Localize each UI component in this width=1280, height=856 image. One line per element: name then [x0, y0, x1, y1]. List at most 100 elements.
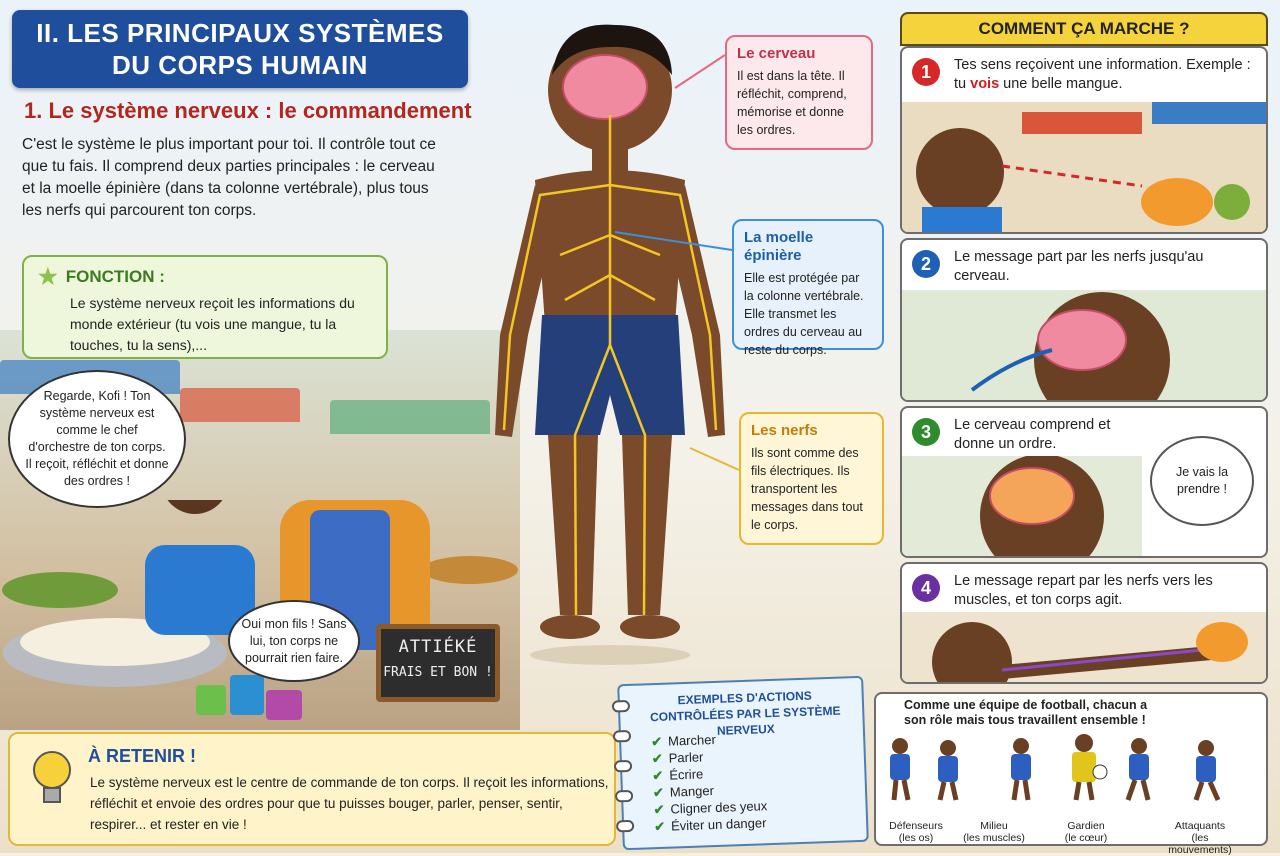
speech-bubble-son: Oui mon fils ! Sans lui, ton corps ne po…: [228, 600, 360, 682]
right-foot: [620, 615, 680, 639]
football-players: [890, 734, 1221, 802]
step-text-3: Le cerveau comprend et donne un ordre.: [954, 417, 1111, 452]
step-3-scene: [902, 456, 1142, 556]
step-2-scene: [902, 290, 1266, 400]
lightbulb-icon: [33, 751, 71, 803]
player-defender: [890, 754, 910, 780]
section-subtitle: 1. Le système nerveux : le commandement: [24, 98, 472, 123]
step-text-1: Tes sens reçoivent une information. Exem…: [954, 56, 1256, 94]
boy-shirt: [922, 207, 1002, 232]
leader-nerfs: [689, 447, 740, 471]
check-icon: ✔: [651, 750, 663, 767]
right-arm: [668, 185, 725, 437]
label-moelle-title: La moelle épinière: [744, 229, 814, 264]
retenir-title: À RETENIR !: [88, 746, 196, 766]
label-nerfs-title: Les nerfs: [751, 422, 818, 439]
label-cerveau-text: Il est dans la tête. Il réfléchit, compr…: [737, 69, 847, 137]
left-foot: [540, 615, 600, 639]
title-line-1: II. LES PRINCIPAUX SYSTÈMES: [36, 18, 444, 48]
step-4-scene: [902, 612, 1266, 682]
retenir-box: À RETENIR ! Le système nerveux est le ce…: [8, 732, 616, 846]
hair: [552, 24, 672, 75]
title-line-2: DU CORPS HUMAIN: [112, 50, 368, 80]
label-nerfs: Les nerfs Ils sont comme des fils électr…: [739, 412, 884, 545]
label-cerveau: Le cerveau Il est dans la tête. Il réflé…: [725, 35, 873, 150]
star-icon: ★: [38, 264, 58, 289]
reaching-arm: [1001, 645, 1223, 679]
role-label-attaquants: Attaquants(les mouvements): [1160, 820, 1240, 856]
brain-glow-icon: [989, 467, 1075, 525]
cup-purple: [266, 690, 302, 720]
fonction-title: FONCTION :: [65, 267, 165, 286]
stall-awning: [1022, 112, 1142, 134]
player-midfielder: [1011, 754, 1031, 780]
check-icon: ✔: [653, 801, 665, 818]
spiral-ring: [615, 819, 635, 833]
role-name: Défenseurs: [889, 820, 943, 832]
brain-icon: [562, 54, 648, 120]
label-moelle-text: Elle est protégée par la colonne vertébr…: [744, 271, 864, 357]
right-leg: [622, 435, 672, 615]
player-attacker: [1196, 756, 1216, 782]
mango-icon: [1196, 622, 1248, 662]
step-1-scene: [902, 102, 1266, 232]
role-name: Attaquants: [1174, 820, 1226, 832]
role-sub: (les mouvements): [1168, 832, 1232, 856]
market-awning: [180, 388, 300, 422]
step-panel-2: 2 Le message part par les nerfs jusqu'au…: [900, 238, 1268, 402]
nerve-arrow: [1001, 648, 1203, 672]
examples-notebook: EXEMPLES D'ACTIONS CONTRÔLÉES PAR LE SYS…: [611, 675, 869, 851]
nerve-left-arm: [502, 183, 611, 431]
left-leg: [548, 435, 598, 615]
spiral-ring: [613, 759, 633, 773]
step-1-text-b: une belle mangue.: [999, 76, 1123, 92]
role-label-gardien: Gardien(le cœur): [1046, 820, 1126, 844]
step-number-1: 1: [912, 58, 940, 86]
example-label: Marcher: [667, 731, 717, 749]
nerve-left-leg: [573, 344, 612, 616]
nerve-right-arm: [609, 183, 718, 431]
page-title: II. LES PRINCIPAUX SYSTÈMES DU CORPS HUM…: [12, 10, 468, 88]
label-moelle: La moelle épinière Elle est protégée par…: [732, 219, 884, 357]
fonction-header: ★ FONCTION :: [38, 264, 372, 289]
leader-cerveau: [674, 54, 726, 89]
role-name: Gardien: [1067, 820, 1105, 832]
examples-list: ✔Marcher ✔Parler ✔Écrire ✔Manger ✔Cligne…: [651, 729, 768, 835]
leader-moelle: [614, 231, 733, 251]
step-number-3: 3: [912, 418, 940, 446]
sight-arrow: [1001, 164, 1143, 188]
list-item: ✔Éviter un danger: [654, 814, 768, 835]
shorts: [535, 315, 685, 435]
left-arm: [495, 185, 552, 437]
boy-shirt: [145, 545, 255, 635]
role-sub: (le cœur): [1064, 832, 1108, 844]
role-name: Milieu: [980, 820, 1008, 832]
step-panel-1: 1 Tes sens reçoivent une information. Ex…: [900, 46, 1268, 234]
step-1-highlight: vois: [970, 76, 1000, 92]
role-label-milieu: Milieu(les muscles): [954, 820, 1034, 844]
attieke-chalkboard: ATTIÉKÉ FRAIS ET BON !: [376, 624, 500, 702]
step-text-4: Le message repart par les nerfs vers les…: [954, 573, 1213, 608]
check-icon: ✔: [652, 784, 665, 801]
nerve-network: [502, 115, 718, 616]
thought-bubble: Je vais la prendre !: [1150, 436, 1254, 526]
example-label: Parler: [668, 749, 704, 766]
check-icon: ✔: [650, 733, 663, 750]
role-sub: (les muscles): [963, 832, 1025, 844]
role-sub: (les os): [898, 832, 934, 844]
step-text-2: Le message part par les nerfs jusqu'au c…: [954, 249, 1204, 284]
green-fruit: [1214, 184, 1250, 220]
nerve-branches: [559, 233, 661, 302]
intro-text: C'est le système le plus important pour …: [22, 136, 436, 219]
boy-head: [167, 500, 223, 514]
role-label-defenseurs: Défenseurs(les os): [876, 820, 956, 844]
cup-green: [196, 685, 226, 715]
label-cerveau-title: Le cerveau: [737, 45, 816, 62]
chalkboard-line-1: ATTIÉKÉ: [398, 637, 478, 657]
cup-blue: [230, 675, 264, 715]
example-label: Éviter un danger: [670, 815, 767, 834]
football-icon: [1092, 764, 1108, 780]
spiral-ring: [614, 789, 634, 803]
fonction-text: Le système nerveux reçoit les informatio…: [70, 295, 355, 353]
